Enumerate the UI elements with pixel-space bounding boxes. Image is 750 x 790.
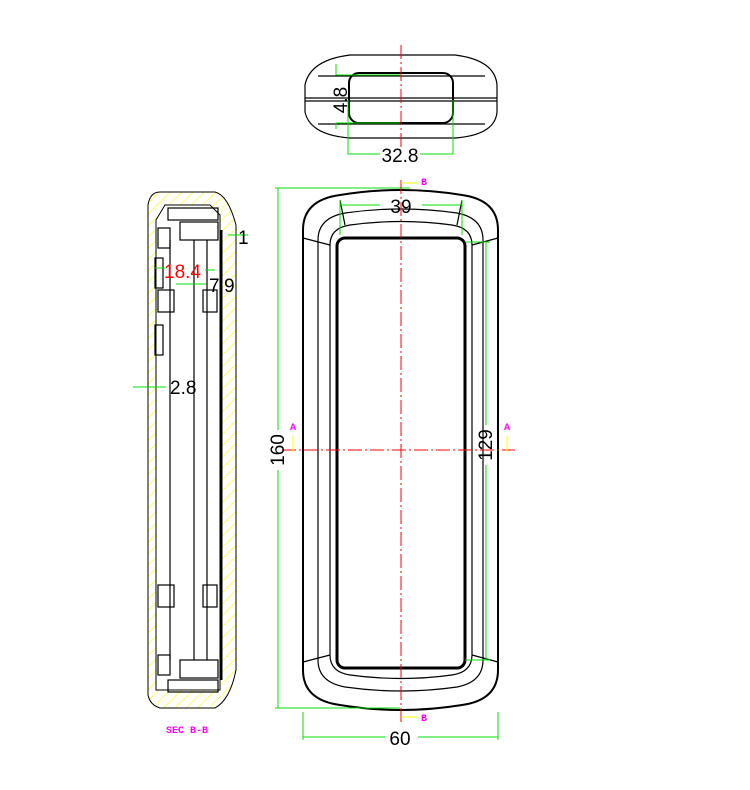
section-mark-a-left: A	[290, 423, 296, 434]
dim-160: 160	[268, 434, 289, 466]
dim-4-8: 4.8	[331, 87, 352, 113]
section-view: 1 18.4 7 9 2.8 SEC B-B	[133, 191, 249, 737]
section-mark-b-top: B	[421, 178, 427, 189]
dim-2-8: 2.8	[170, 378, 196, 399]
dim-1: 1	[238, 228, 249, 249]
dim-7: 7	[209, 276, 220, 297]
front-view: 160 129 39 60 A A B B	[268, 178, 515, 750]
dim-18-4: 18.4	[164, 262, 201, 283]
dim-129: 129	[476, 429, 497, 461]
top-view: 4.8 32.8	[304, 45, 498, 167]
dim-9: 9	[224, 276, 235, 297]
section-title: SEC B-B	[166, 726, 208, 737]
section-mark-b-bottom: B	[421, 714, 427, 725]
dim-32-8: 32.8	[382, 146, 419, 167]
dim-39: 39	[390, 197, 411, 218]
section-mark-a-right: A	[504, 423, 510, 434]
dim-60: 60	[389, 729, 410, 750]
